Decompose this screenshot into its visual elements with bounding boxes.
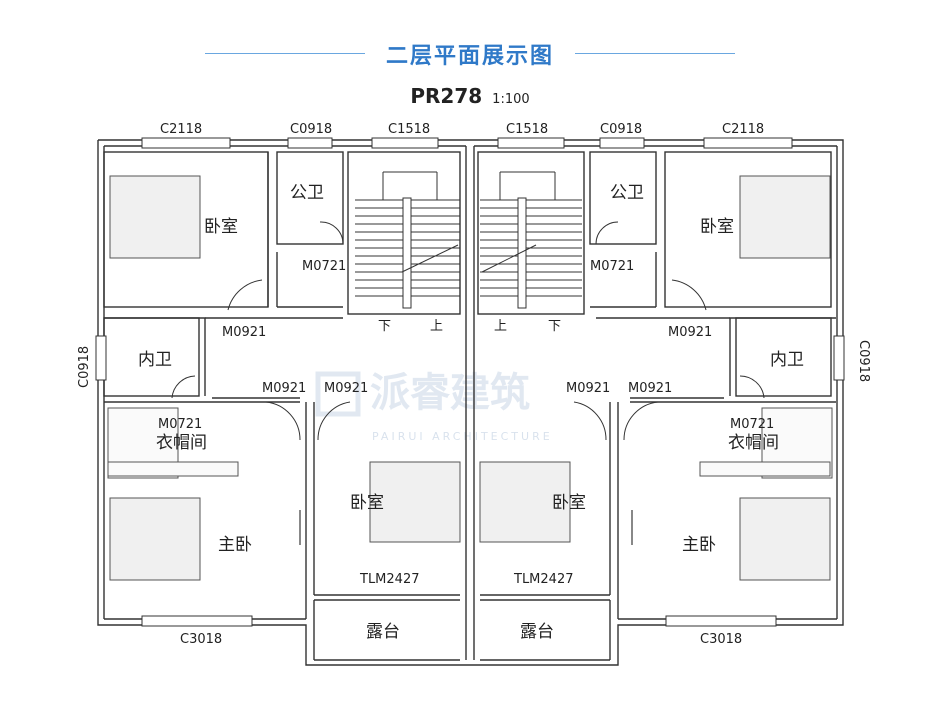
room-master-right: 主卧 (682, 535, 716, 555)
watermark-text: 派睿建筑 (370, 370, 530, 416)
header-line-right (575, 53, 735, 54)
window-c3018-left (141, 615, 253, 627)
page-title: 二层平面展示图 (385, 44, 554, 69)
shelf-left (107, 461, 239, 477)
watermark: 派睿建筑 PAIRUI ARCHITECTURE (315, 370, 553, 443)
bed-right-master (739, 497, 831, 581)
scale-label: 1:100 (492, 92, 530, 107)
label-door-l-balcony: TLM2427 (359, 572, 419, 587)
bed-left-center (369, 461, 461, 543)
label-door-r-bath: M0721 (590, 259, 634, 274)
bed-right-top (739, 175, 831, 259)
door-swing-l-inner (171, 375, 196, 399)
door-swing-l-center (317, 401, 351, 441)
window-c0918-left (287, 137, 333, 149)
door-swing-r-bath (595, 221, 619, 245)
room-wardrobe-left: 衣帽间 (156, 433, 207, 453)
door-swing-r-master (623, 401, 659, 441)
bed-right-center (479, 461, 571, 543)
label-window-c3018-right: C3018 (700, 632, 742, 647)
label-door-r-balcony: TLM2427 (513, 572, 573, 587)
room-public-bath-left: 公卫 (290, 183, 324, 203)
stairs-left (355, 171, 460, 309)
bed-left-top (109, 175, 201, 259)
header-line-left (205, 53, 365, 54)
door-swing-r-center (573, 401, 607, 441)
window-c2118-left (141, 137, 231, 149)
window-c2118-right (703, 137, 793, 149)
bed-left-master (109, 497, 201, 581)
label-window-c0918-right: C0918 (600, 122, 642, 137)
stair-left-down: 下 (378, 319, 391, 334)
door-swing-l-bath (319, 221, 344, 245)
room-public-bath-right: 公卫 (610, 183, 644, 203)
door-swing-l-bed (227, 279, 263, 311)
label-door-r-master: M0921 (628, 381, 672, 396)
room-inner-bath-right: 内卫 (770, 350, 804, 370)
label-door-r-bed: M0921 (668, 325, 712, 340)
room-terrace-left: 露台 (366, 622, 400, 642)
door-swing-r-inner (739, 375, 765, 399)
watermark-sub: PAIRUI ARCHITECTURE (372, 430, 553, 443)
room-master-left: 主卧 (218, 535, 252, 555)
stairs-right (480, 171, 582, 309)
shelf-right (699, 461, 831, 477)
label-door-r-inner: M0721 (730, 417, 774, 432)
window-c1518-left (371, 137, 439, 149)
label-door-l-master: M0921 (262, 381, 306, 396)
room-terrace-right: 露台 (520, 622, 554, 642)
header: 二层平面展示图 (0, 30, 940, 70)
label-window-c1518-left: C1518 (388, 122, 430, 137)
room-bedroom-center-left: 卧室 (350, 493, 384, 513)
label-door-l-bath: M0721 (302, 259, 346, 274)
room-wardrobe-right: 衣帽间 (728, 433, 779, 453)
label-door-r-center: M0921 (566, 381, 610, 396)
label-window-c3018-left: C3018 (180, 632, 222, 647)
label-window-c0918-left: C0918 (290, 122, 332, 137)
room-bedroom-left-top: 卧室 (204, 217, 238, 237)
label-door-l-inner: M0721 (158, 417, 202, 432)
label-window-c1518-right: C1518 (506, 122, 548, 137)
door-swing-l-master (265, 401, 301, 441)
window-c0918-side-right (833, 335, 845, 381)
window-c1518-right (497, 137, 565, 149)
stair-right-up: 上 (494, 319, 507, 334)
door-swing-r-bed (671, 279, 707, 311)
room-bedroom-center-right: 卧室 (552, 493, 586, 513)
label-window-c2118-left: C2118 (160, 122, 202, 137)
window-c0918-right (599, 137, 645, 149)
label-window-side-left: C0918 (77, 346, 92, 388)
stair-right-down: 下 (548, 319, 561, 334)
window-c3018-right (665, 615, 777, 627)
room-bedroom-right-top: 卧室 (700, 217, 734, 237)
model-code: PR278 (410, 84, 483, 108)
model-line: PR278 1:100 (0, 84, 940, 108)
label-door-l-center: M0921 (324, 381, 368, 396)
label-window-c2118-right: C2118 (722, 122, 764, 137)
room-inner-bath-left: 内卫 (138, 350, 172, 370)
window-c0918-side-left (95, 335, 107, 381)
stair-left-up: 上 (430, 319, 443, 334)
label-door-l-bed: M0921 (222, 325, 266, 340)
label-window-side-right: C0918 (856, 340, 871, 382)
